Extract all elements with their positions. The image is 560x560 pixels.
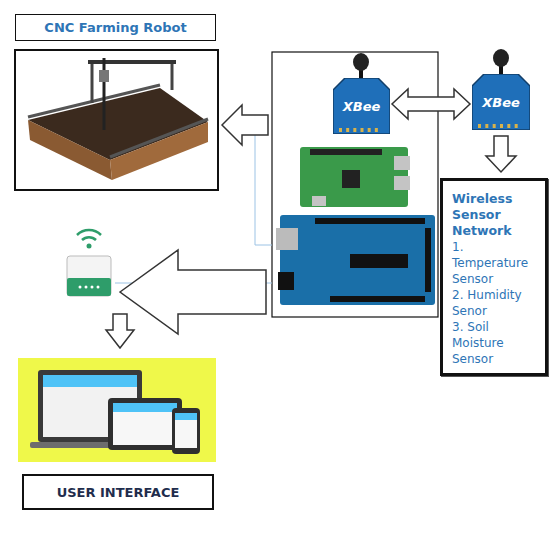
gantry-post — [91, 62, 94, 103]
screen-header — [175, 413, 197, 420]
wifi-arc — [82, 237, 96, 240]
pi-port — [394, 156, 410, 170]
screen-header — [113, 403, 177, 412]
list-item: 2. Humidity Senor — [452, 287, 539, 319]
box-title: USER INTERFACE — [57, 485, 180, 500]
rail — [28, 85, 160, 117]
xbee-pin — [346, 128, 349, 132]
tool-carriage — [99, 70, 109, 82]
antenna — [493, 49, 509, 67]
router-led — [79, 286, 82, 289]
block-arrow-connector — [392, 89, 470, 119]
xbee-pin — [353, 128, 356, 132]
ui-background — [18, 358, 216, 462]
xbee-pin — [361, 128, 364, 132]
tablet — [108, 398, 182, 450]
wifi-dot — [87, 244, 92, 249]
xbee-pin — [515, 124, 518, 128]
pi-port — [394, 176, 410, 190]
router-band — [67, 278, 111, 296]
box-heading: Wireless Sensor Network — [452, 191, 539, 239]
power-jack — [278, 272, 294, 290]
list-item: 1. Temperature Sensor — [452, 239, 539, 287]
phone — [172, 408, 200, 454]
block-arrow — [120, 250, 266, 334]
pi-board — [300, 147, 408, 207]
gantry-bar — [88, 60, 176, 64]
usb-port — [276, 228, 298, 250]
title-box: CNC Farming Robot — [15, 14, 216, 41]
sensor-network-box: Wireless Sensor Network1. Temperature Se… — [440, 178, 548, 376]
rail — [110, 119, 208, 157]
header-strip — [425, 228, 431, 292]
xbee-pin — [339, 128, 342, 132]
wifi-arc — [77, 230, 101, 235]
illustration-frame — [15, 50, 218, 190]
label-box: USER INTERFACE — [22, 474, 214, 510]
xbee-pin — [478, 124, 481, 128]
xbee-pin — [493, 124, 496, 128]
block-arrow — [222, 105, 268, 145]
xbee-module: XBee — [333, 78, 390, 134]
antenna — [353, 53, 369, 71]
xbee-module: XBee — [472, 74, 530, 130]
router-led — [97, 286, 100, 289]
controller-box — [272, 52, 438, 317]
tool-head — [103, 58, 106, 130]
xbee-pin — [368, 128, 371, 132]
module-logo: XBee — [343, 99, 381, 114]
router-led — [91, 286, 94, 289]
bed-side — [28, 120, 112, 180]
header-strip — [330, 296, 425, 302]
mcu-chip — [350, 254, 408, 268]
router-led — [85, 286, 88, 289]
gantry-post — [171, 62, 174, 90]
list-item: 3. Soil Moisture Sensor — [452, 319, 539, 367]
arduino-mega — [276, 215, 435, 305]
cnc-robot-drawing — [28, 58, 208, 180]
pi-port — [312, 196, 326, 206]
wire — [255, 128, 272, 245]
screen-header — [43, 375, 137, 387]
module-logo: XBee — [482, 95, 520, 110]
xbee-pin — [500, 124, 503, 128]
xbee-pin — [485, 124, 488, 128]
arduino-board — [280, 215, 435, 305]
phone-screen — [175, 413, 197, 448]
tablet-screen — [113, 403, 177, 445]
devices-illustration — [18, 358, 216, 462]
pi-header — [310, 149, 382, 155]
router-body — [67, 256, 111, 296]
block-arrow — [106, 314, 134, 348]
pi-chip — [342, 170, 360, 188]
xbee-body — [472, 74, 530, 130]
box-title: CNC Farming Robot — [44, 20, 186, 35]
xbee-pin — [375, 128, 378, 132]
xbee-pin — [507, 124, 510, 128]
wifi-router — [67, 230, 111, 296]
header-strip — [315, 218, 425, 224]
xbee-body — [333, 78, 390, 134]
raspberry-pi — [300, 147, 410, 207]
block-arrow-connector — [486, 136, 516, 172]
